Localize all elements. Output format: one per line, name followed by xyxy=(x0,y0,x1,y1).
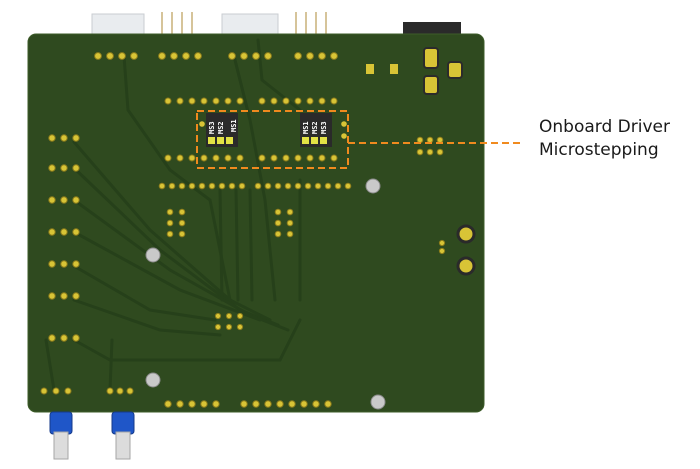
bottom-connectors xyxy=(49,411,135,460)
silk-ms1-left: MS1 xyxy=(230,119,238,132)
microstep-jumpers xyxy=(199,113,347,147)
silk-ms1-right: MS1 xyxy=(302,121,310,134)
highlight-box xyxy=(196,110,349,169)
mounting-holes xyxy=(145,178,386,410)
power-pads xyxy=(366,47,476,276)
pad-rows xyxy=(40,52,446,408)
callout-line2: Microstepping xyxy=(539,140,659,160)
silkscreen-labels: MS3 MS2 MS1 MS1 MS2 MS3 xyxy=(208,119,328,134)
callout-line1: Onboard Driver xyxy=(539,117,670,137)
pcb-traces xyxy=(44,38,302,392)
silk-ms2-right: MS2 xyxy=(311,121,319,134)
silk-ms2-left: MS2 xyxy=(217,121,225,134)
silk-ms3-right: MS3 xyxy=(320,121,328,134)
silk-ms3-left: MS3 xyxy=(208,121,216,134)
pcb-board xyxy=(27,33,485,413)
